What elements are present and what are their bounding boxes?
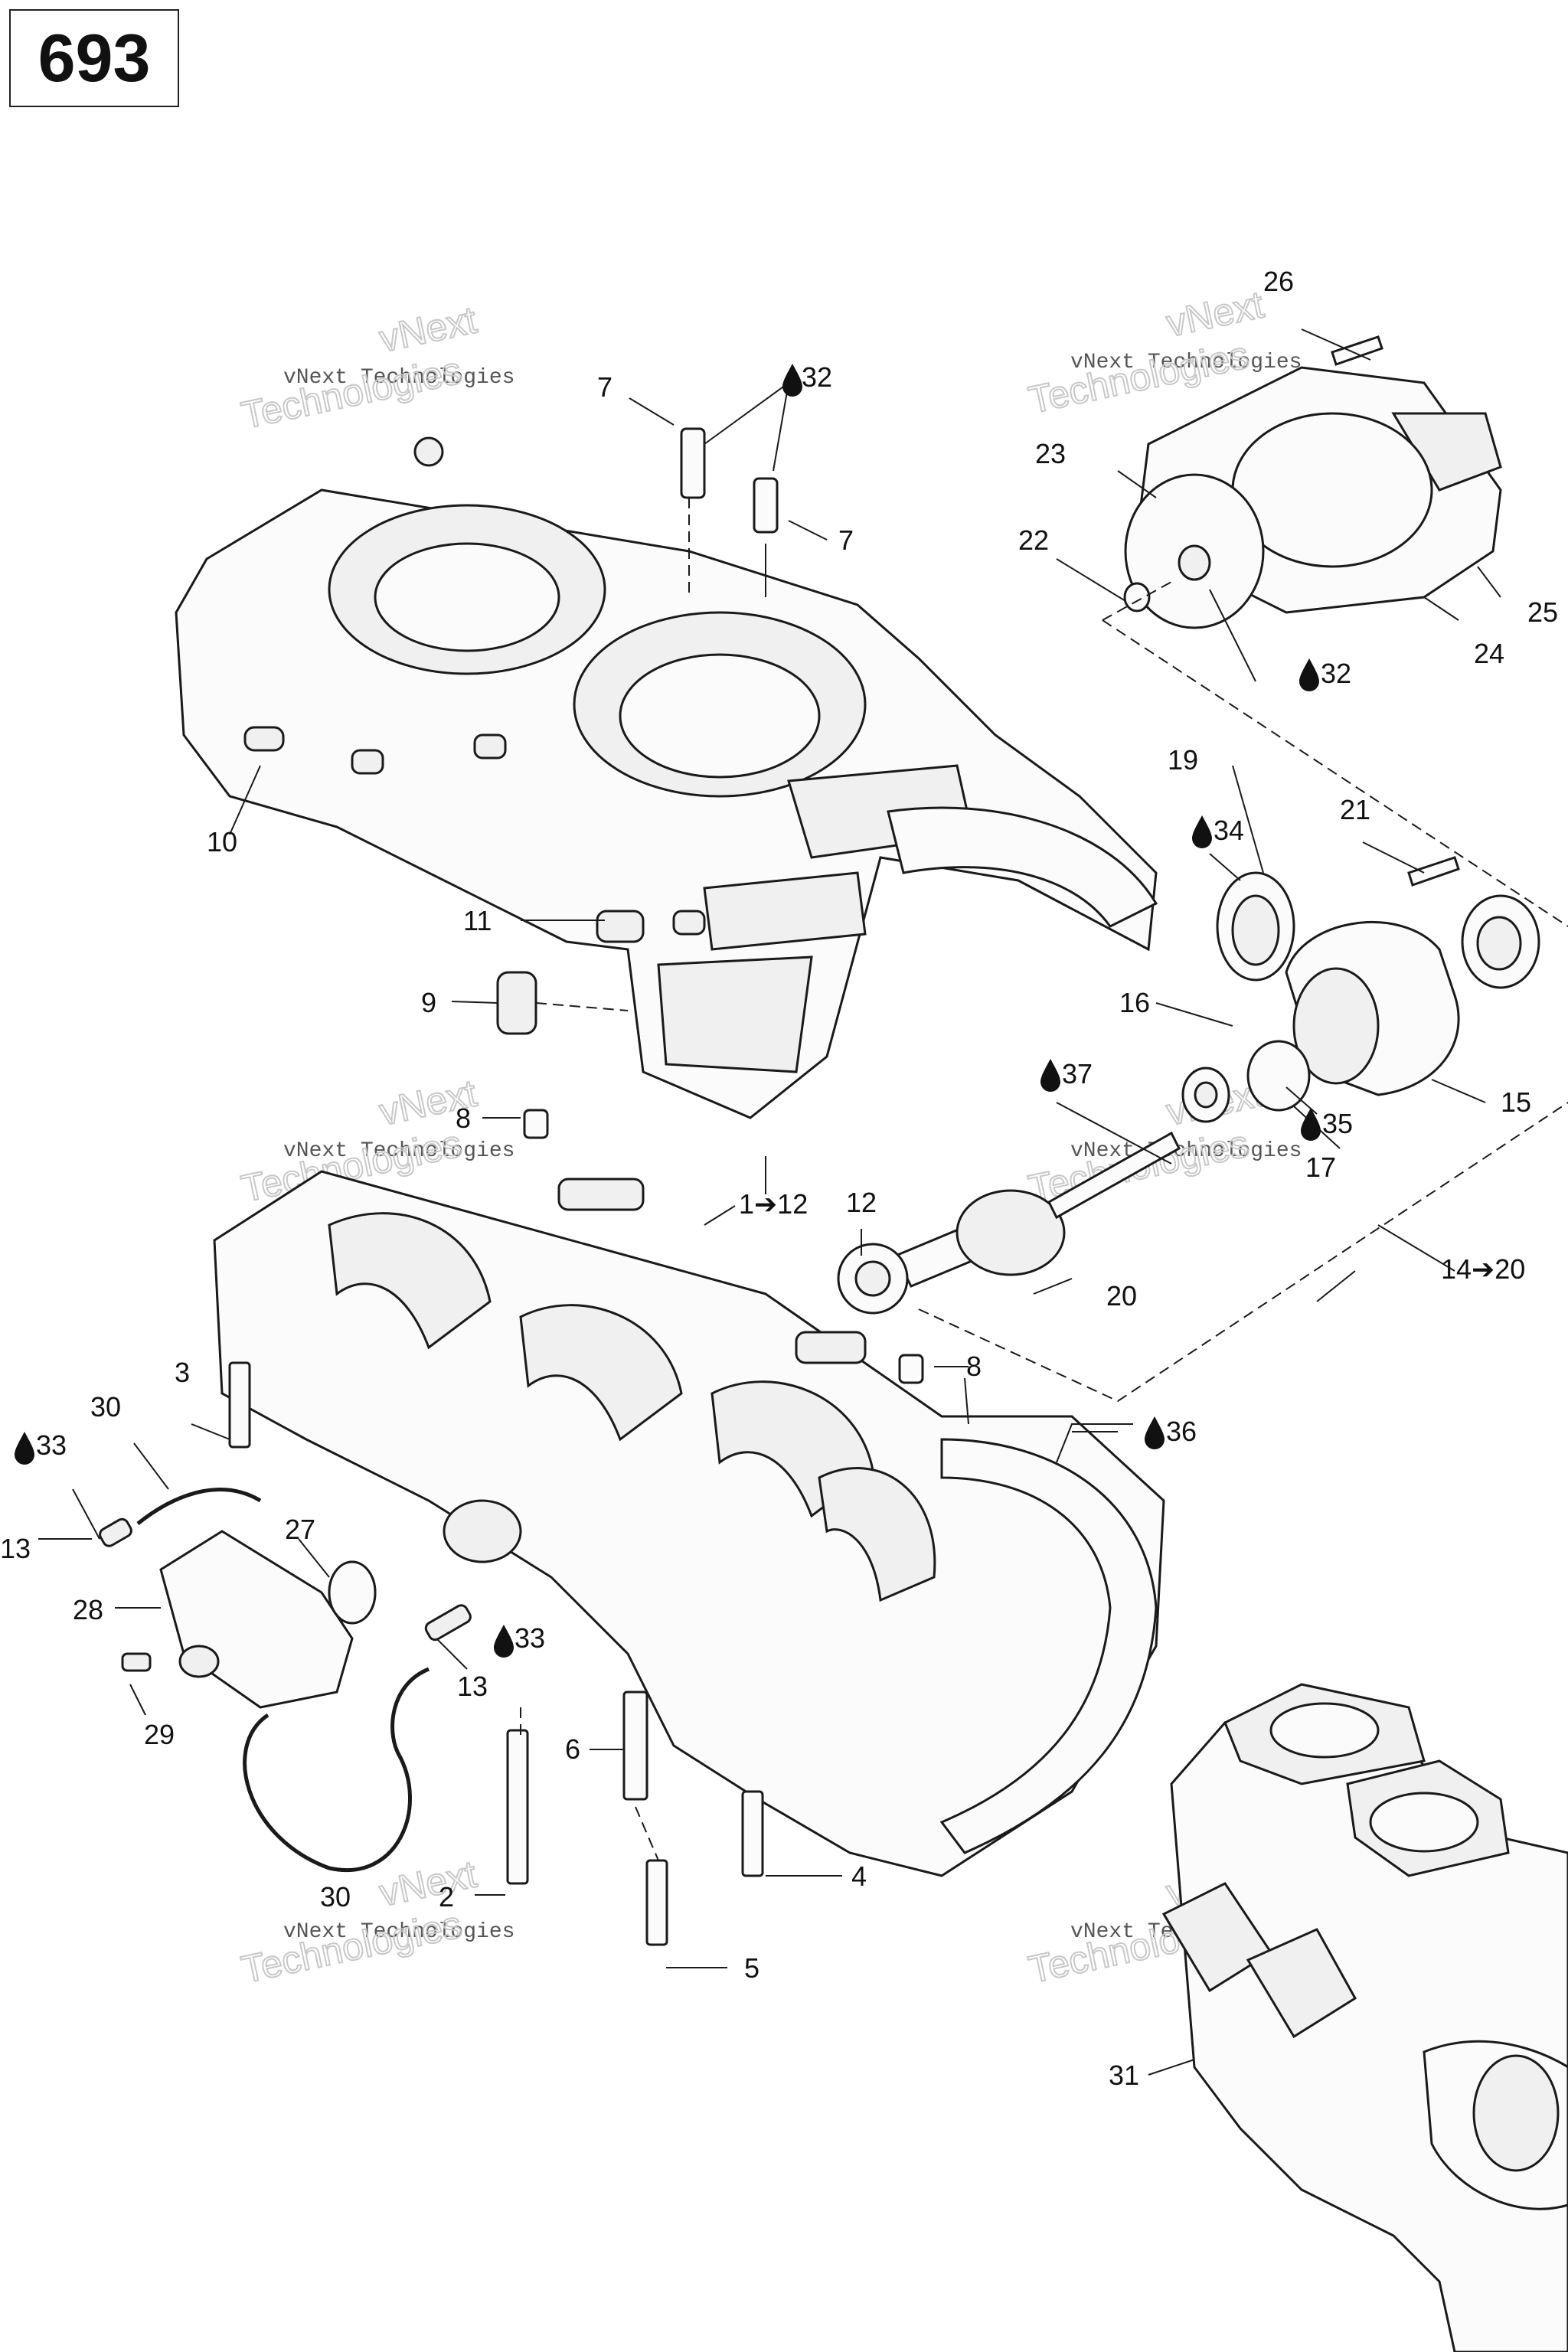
watermark-outline: vNext [376, 298, 481, 360]
callout-24: 24 [1474, 638, 1504, 669]
fasteners-drawing [228, 427, 924, 1946]
page-number: 693 [38, 20, 151, 96]
drop-icon [1192, 815, 1212, 848]
watermark-outline: Technologies [238, 1903, 466, 1991]
crankshaft-seal-assembly-drawing [1181, 856, 1540, 1123]
lower-crankcase-drawing [213, 1170, 1165, 1877]
callout-23: 23 [1035, 438, 1066, 469]
watermark-text: vNext Technologies [283, 1139, 514, 1163]
watermark-outline: Technologies [238, 348, 466, 436]
watermark-text: vNext Technologies [283, 1920, 514, 1944]
callout-9: 9 [421, 987, 436, 1018]
leader-lines [38, 328, 1568, 2076]
callout-36: 36 [1166, 1416, 1197, 1447]
callout-4: 4 [851, 1860, 867, 1892]
callout-35: 35 [1322, 1108, 1353, 1139]
drop-icon [1301, 1108, 1321, 1141]
drop-icon [494, 1625, 514, 1658]
callout-3: 3 [175, 1357, 190, 1388]
callout-14-to-20: 14➔20 [1441, 1253, 1525, 1285]
callout-37: 37 [1062, 1058, 1093, 1089]
callout-7: 7 [597, 371, 612, 403]
callout-13: 13 [0, 1533, 31, 1564]
drop-icon [15, 1432, 34, 1465]
callout-8: 8 [966, 1351, 982, 1382]
watermark-outline: vNext [1163, 283, 1268, 345]
drop-icon [1145, 1416, 1165, 1449]
callout-32: 32 [802, 361, 832, 393]
callout-31: 31 [1109, 2060, 1139, 2091]
callout-22: 22 [1018, 524, 1049, 556]
page-number-box: 693 [9, 9, 179, 107]
drive-gear-shaft-drawing [837, 1131, 1181, 1315]
drop-icon [782, 364, 802, 397]
lubricant-drop-icons [15, 364, 1321, 1658]
callout-17: 17 [1305, 1152, 1336, 1183]
callout-10: 10 [207, 826, 237, 858]
callout-29: 29 [144, 1719, 175, 1750]
callout-33: 33 [36, 1429, 67, 1461]
callout-19: 19 [1168, 744, 1198, 776]
callout-1-to-12: 1➔12 [739, 1188, 808, 1220]
callout-26: 26 [1263, 266, 1294, 297]
callout-34: 34 [1214, 815, 1244, 846]
callout-30: 30 [90, 1391, 121, 1423]
oil-pump-drawing [99, 1488, 472, 1872]
callout-33: 33 [514, 1622, 545, 1654]
callout-32: 32 [1321, 658, 1351, 689]
callout-20: 20 [1106, 1280, 1137, 1312]
callout-labels: 32 7 7 26 23 22 25 24 32 19 34 21 16 15 … [0, 266, 1558, 2091]
callout-27: 27 [285, 1514, 315, 1545]
callout-21: 21 [1340, 794, 1370, 825]
callout-13: 13 [457, 1671, 488, 1702]
callout-6: 6 [565, 1733, 580, 1765]
callout-7: 7 [838, 524, 854, 556]
callout-12: 12 [846, 1187, 877, 1218]
callout-28: 28 [73, 1594, 103, 1625]
callout-8: 8 [456, 1102, 471, 1134]
watermark-text: vNext Technologies [283, 366, 514, 390]
watermark-outline: vNext [376, 1852, 481, 1914]
water-pump-housing-drawing [1123, 335, 1502, 629]
callout-2: 2 [439, 1881, 454, 1913]
callout-5: 5 [744, 1952, 760, 1984]
watermark-text: vNext Technologies [1070, 351, 1302, 374]
upper-crankcase-drawing [175, 436, 1158, 1119]
callout-30: 30 [320, 1881, 351, 1913]
callout-11: 11 [463, 905, 492, 936]
drop-icon [1040, 1059, 1060, 1092]
engine-assembly-inset-drawing [1161, 1683, 1568, 2352]
drop-icon [1299, 658, 1319, 691]
watermark-text: vNext Technologies [1070, 1139, 1302, 1163]
callout-25: 25 [1527, 596, 1558, 628]
callout-15: 15 [1501, 1086, 1531, 1118]
callout-16: 16 [1119, 987, 1150, 1018]
